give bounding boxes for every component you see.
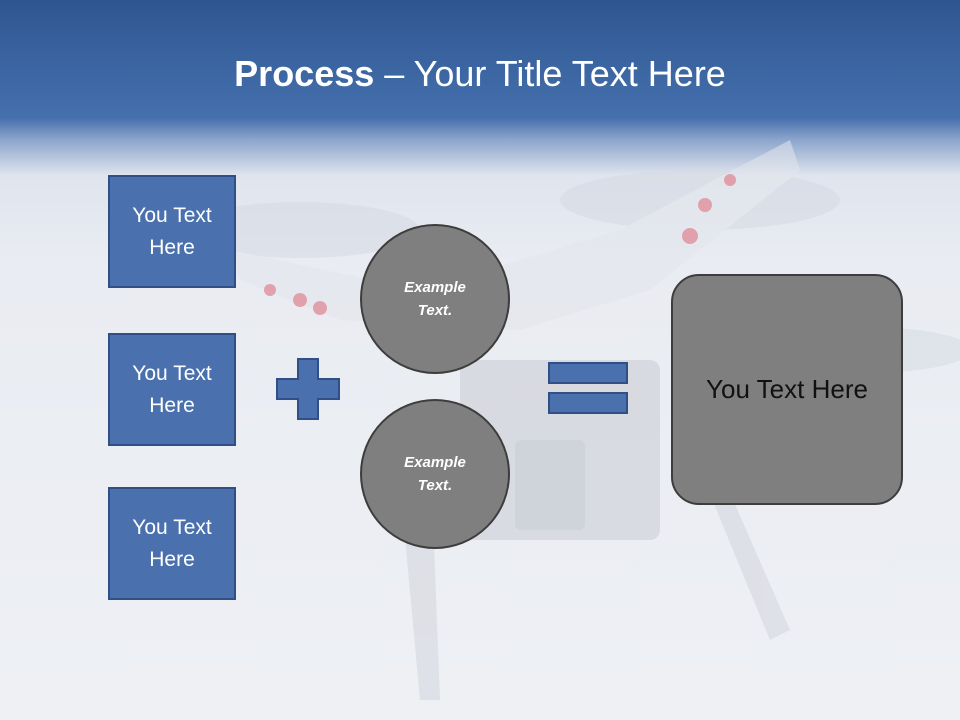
example-label: Example Text. xyxy=(404,454,466,494)
input-box-label: You Text Here xyxy=(132,361,212,417)
result-label: You Text Here xyxy=(706,374,868,404)
example-circle-2: Example Text. xyxy=(360,399,510,549)
title-rest: – Your Title Text Here xyxy=(374,53,726,94)
input-box-3: You Text Here xyxy=(108,487,236,600)
input-box-2: You Text Here xyxy=(108,333,236,446)
input-box-1: You Text Here xyxy=(108,175,236,288)
plus-icon xyxy=(276,358,340,420)
example-circle-1: Example Text. xyxy=(360,224,510,374)
example-label: Example Text. xyxy=(404,279,466,319)
result-box: You Text Here xyxy=(671,274,903,505)
input-box-label: You Text Here xyxy=(132,515,212,571)
input-box-label: You Text Here xyxy=(132,203,212,259)
slide-title: Process – Your Title Text Here xyxy=(0,52,960,96)
title-bold: Process xyxy=(234,53,375,94)
equals-icon xyxy=(548,362,628,414)
